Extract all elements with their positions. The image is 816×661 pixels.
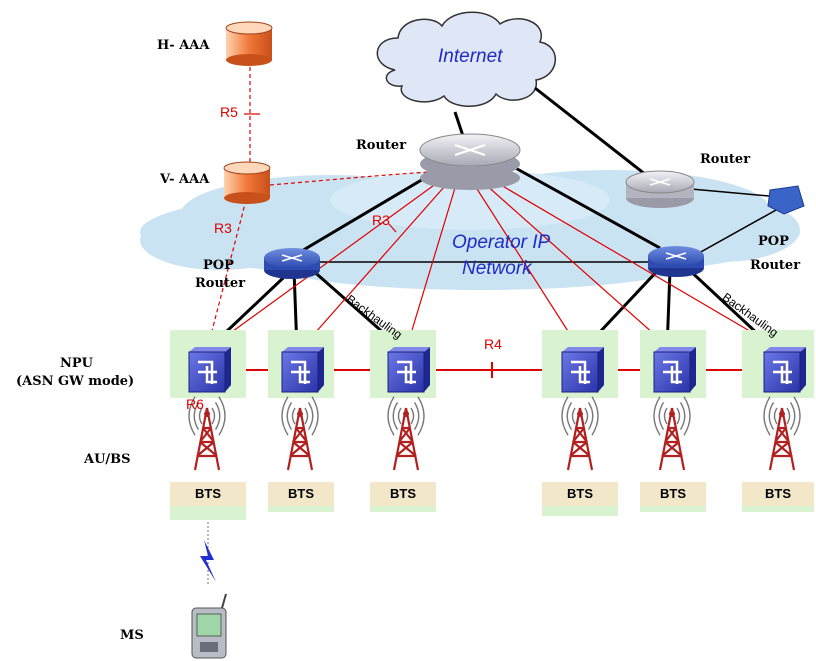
r5-interface-label: R5: [220, 104, 238, 120]
r3-center-interface-label: R3: [372, 212, 390, 228]
pop-router-edge-icon: [767, 185, 805, 215]
operator-network-label-line2: Network: [462, 258, 532, 279]
pop-router-left-icon: [264, 248, 320, 279]
pop-router-right-label-1: POP: [758, 234, 789, 249]
v-aaa-label: V- AAA: [160, 172, 210, 187]
bts-label-4: BTS: [567, 486, 593, 501]
core-links: [205, 86, 786, 352]
npu-switch-icon: [387, 347, 430, 393]
router-right-label: Router: [700, 152, 751, 167]
pop-router-left-label-2: Router: [195, 276, 246, 291]
ms-label: MS: [120, 628, 144, 643]
bts-towers: [188, 396, 801, 471]
bts-tower-icon: [188, 396, 226, 471]
h-aaa-label: H- AAA: [157, 38, 210, 53]
bts-tower-icon: [763, 396, 801, 471]
operator-network-label-line1: Operator IP: [452, 232, 551, 253]
au-bs-label: AU/BS: [84, 452, 131, 467]
r6-interface-label: R6: [186, 396, 204, 412]
npu-switch-icon: [561, 347, 604, 393]
ms-handset-icon: [191, 593, 227, 659]
npu-label-2: (ASN GW mode): [16, 374, 135, 389]
router-center-label: Router: [356, 138, 407, 153]
bts-label-6: BTS: [765, 486, 791, 501]
bts-label-3: BTS: [390, 486, 416, 501]
npu-switch-icon: [763, 347, 806, 393]
bts-label-1: BTS: [195, 486, 221, 501]
pop-router-right-label-2: Router: [750, 258, 801, 273]
npu-label-1: NPU: [60, 356, 93, 371]
npu-switch-icon: [281, 347, 324, 393]
bts-tower-icon: [387, 396, 425, 471]
router-right-icon: [625, 170, 695, 208]
bts-label-5: BTS: [660, 486, 686, 501]
r4-interface-label: R4: [484, 336, 502, 352]
pop-router-right-icon: [648, 246, 704, 277]
npu-switches: [188, 347, 806, 393]
bts-label-2: BTS: [288, 486, 314, 501]
bts-label-bars: [170, 482, 814, 506]
router-center-icon: [419, 133, 521, 190]
internet-label: Internet: [438, 46, 503, 67]
v-aaa-database-icon: [223, 161, 271, 204]
h-aaa-database-icon: [225, 21, 273, 66]
r3-left-interface-label: R3: [214, 220, 232, 236]
pop-router-left-label-1: POP: [203, 258, 234, 273]
bts-tower-icon: [653, 396, 691, 471]
npu-switch-icon: [653, 347, 696, 393]
antenna-backgrounds: [170, 398, 814, 482]
bts-tower-icon: [281, 396, 319, 471]
bts-panels: [170, 330, 814, 520]
internet-cloud: [376, 11, 557, 107]
bts-tower-icon: [561, 396, 599, 471]
wireless-link-icon: [200, 522, 216, 586]
npu-switch-icon: [188, 347, 231, 393]
